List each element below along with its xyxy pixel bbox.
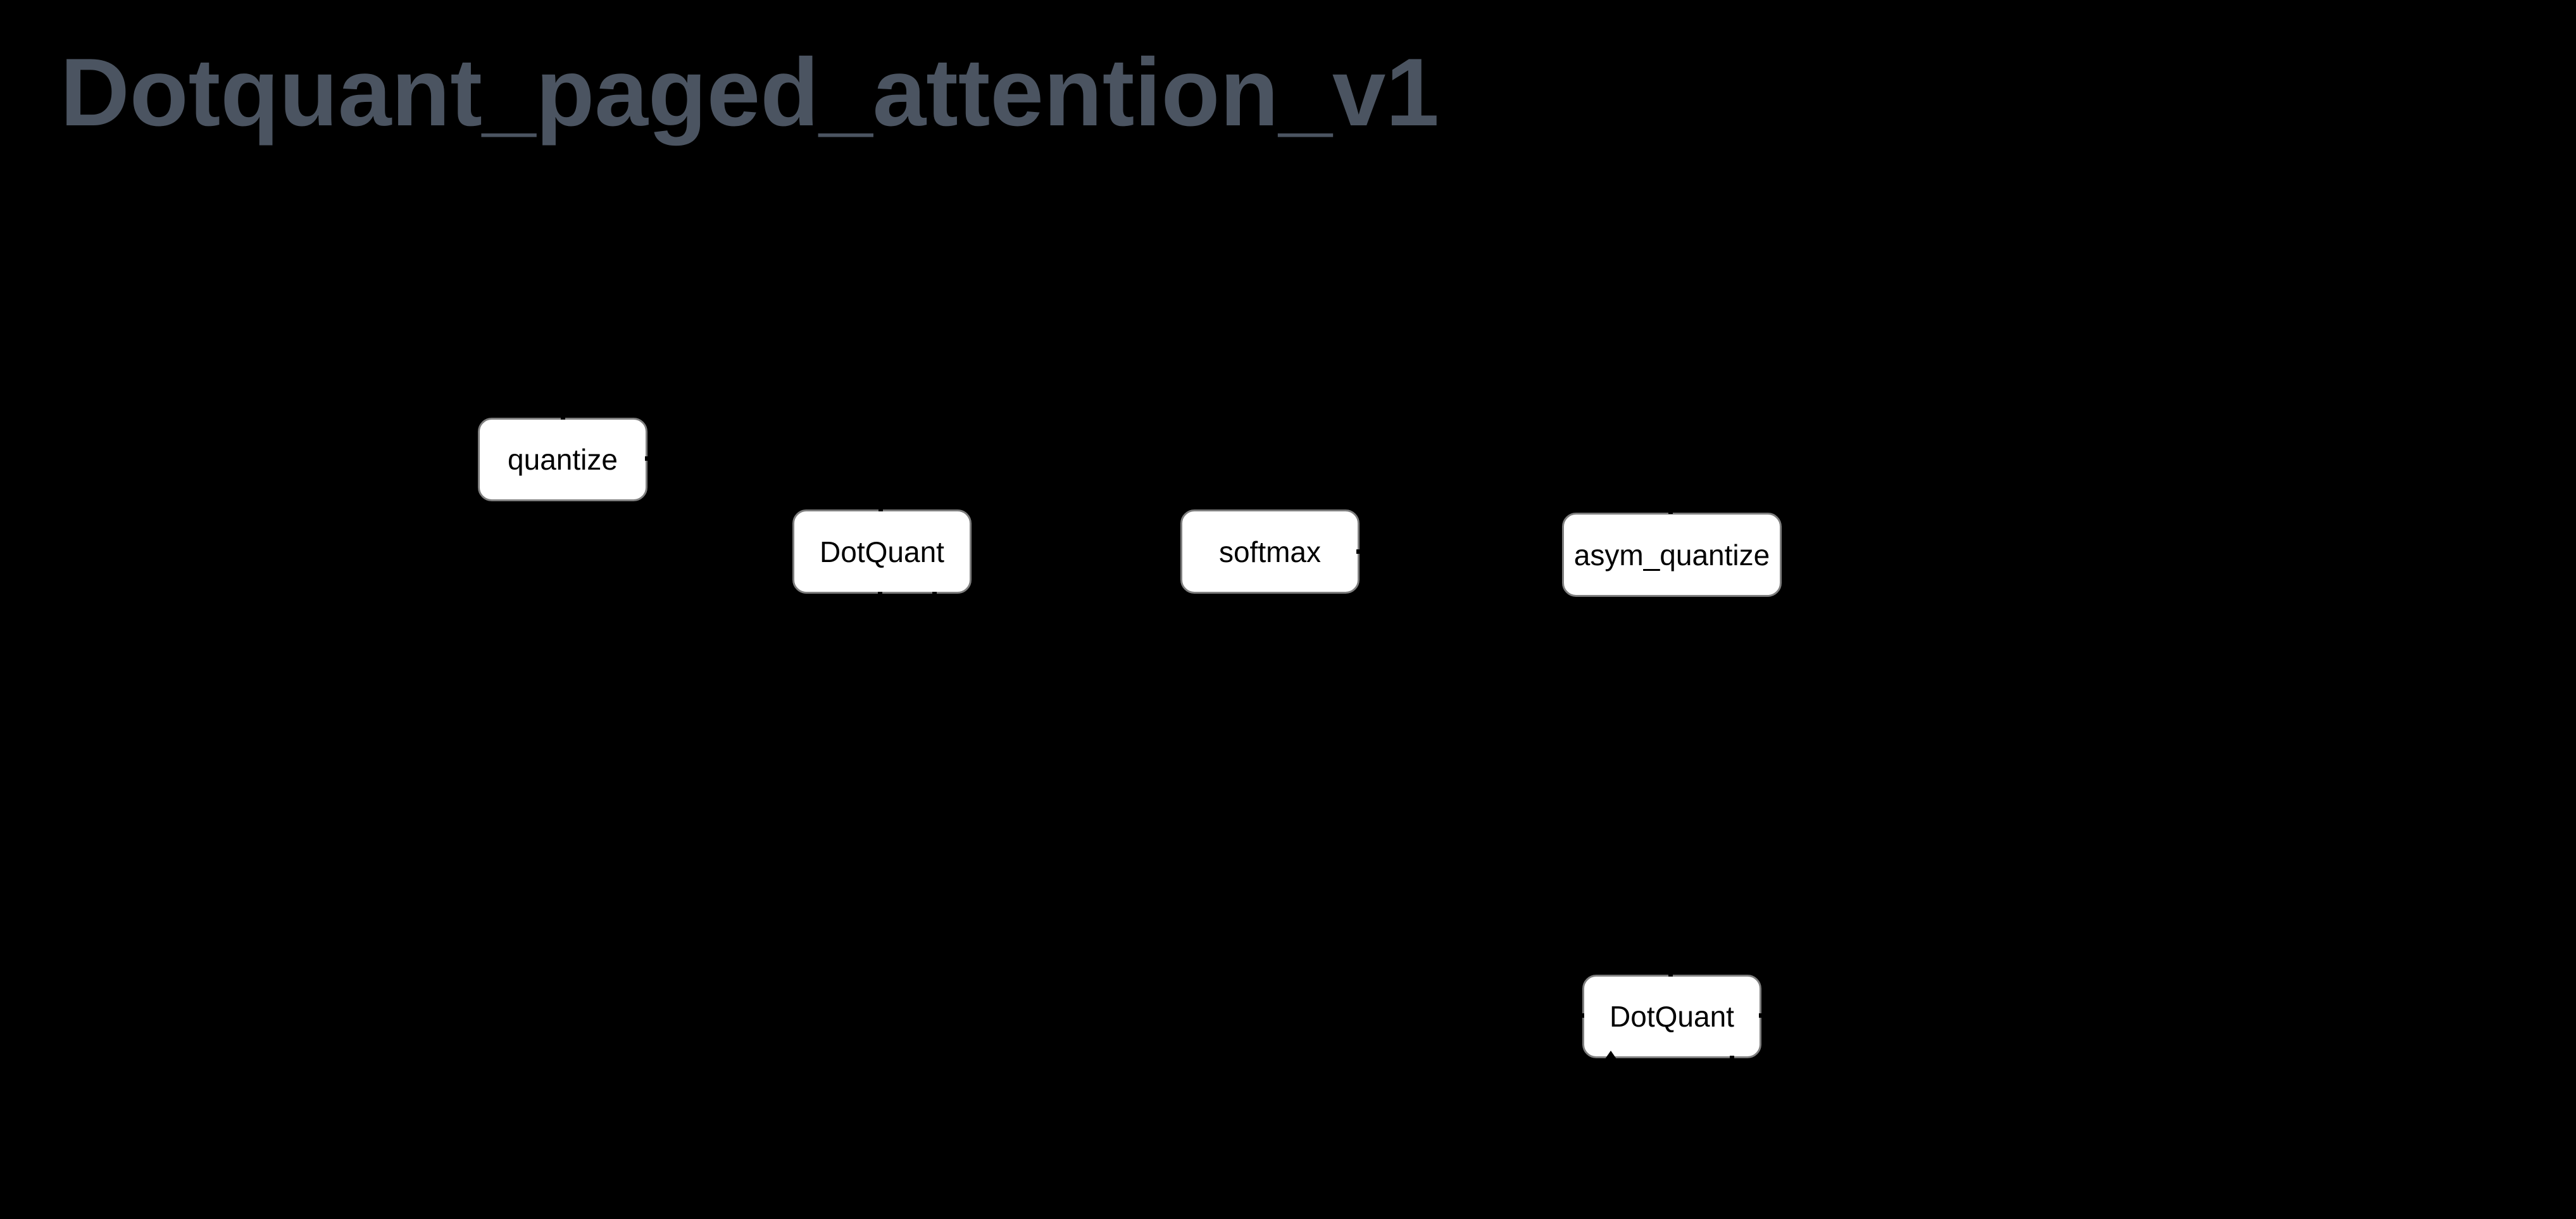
arrowhead-icon	[1605, 1051, 1616, 1059]
node-softmax[interactable]: softmax	[1180, 509, 1360, 594]
connector-stub	[878, 592, 882, 596]
connector-stub	[1580, 1013, 1584, 1018]
node-quantize[interactable]: quantize	[478, 418, 647, 501]
connector-stub	[1668, 972, 1673, 977]
connector-stub	[1668, 509, 1673, 514]
node-dotquant-2-label: DotQuant	[1610, 1000, 1734, 1033]
node-dotquant-2[interactable]: DotQuant	[1582, 975, 1761, 1058]
node-dotquant-1[interactable]: DotQuant	[792, 509, 972, 594]
connector-stub	[932, 592, 937, 596]
connector-stub	[561, 415, 565, 420]
node-asym-quantize-label: asym_quantize	[1573, 538, 1770, 572]
connector-stub	[1730, 1056, 1734, 1060]
node-dotquant-1-label: DotQuant	[820, 535, 944, 568]
connector-stub	[878, 507, 883, 511]
node-asym-quantize[interactable]: asym_quantize	[1562, 513, 1782, 597]
node-softmax-label: softmax	[1218, 535, 1322, 568]
diagram-title: Dotquant_paged_attention_v1	[60, 39, 1439, 146]
connector-stub	[645, 456, 649, 461]
node-quantize-label: quantize	[508, 443, 618, 476]
connector-stub	[1759, 1013, 1763, 1018]
connector-stub	[1356, 549, 1361, 554]
